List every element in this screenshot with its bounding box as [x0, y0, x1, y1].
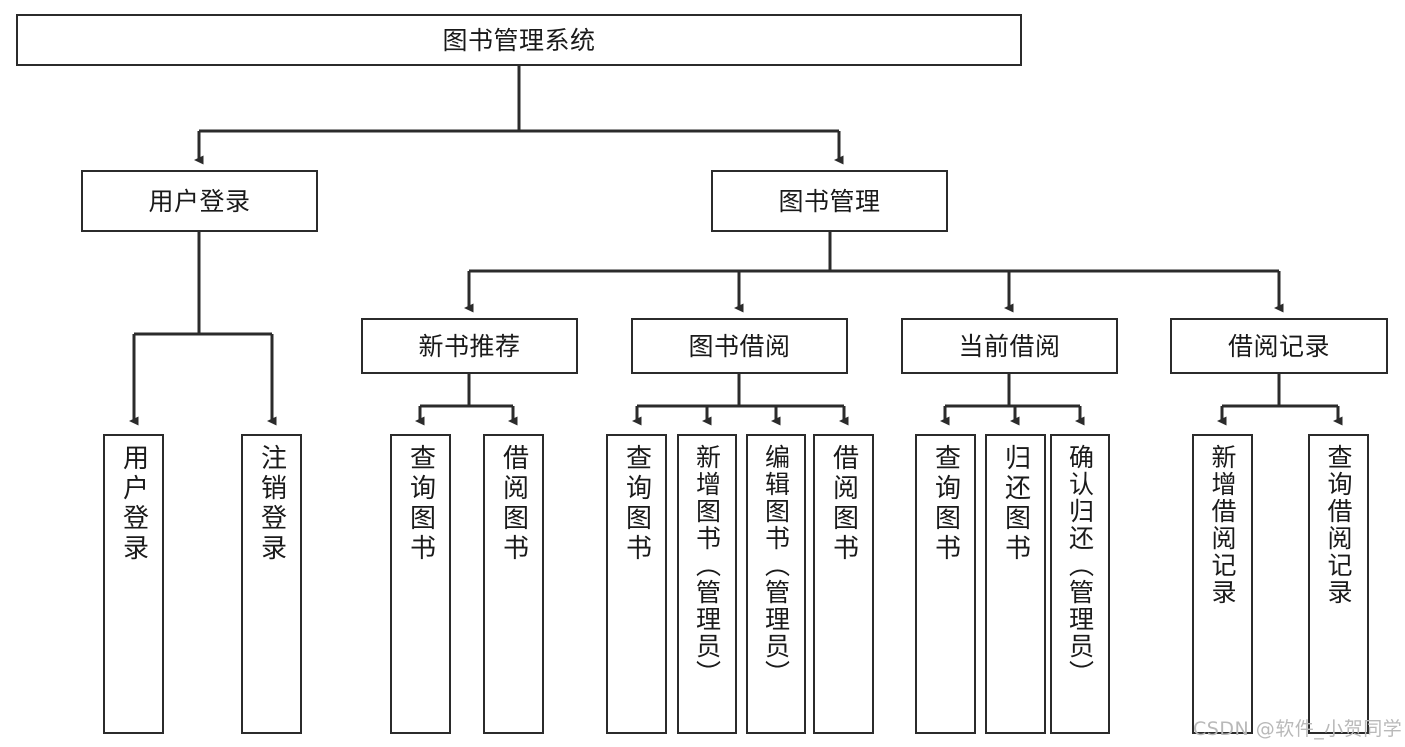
node-label: 新增图书（管理员）: [692, 444, 722, 687]
node-label: 图书管理: [778, 186, 881, 216]
node-label: 归还图书: [1000, 444, 1031, 564]
node-leaf-return-book[interactable]: 归还图书: [985, 434, 1046, 734]
node-root-system[interactable]: 图书管理系统: [16, 14, 1022, 66]
node-label: 查询图书: [930, 444, 961, 564]
node-leaf-user-login[interactable]: 用户登录: [103, 434, 164, 734]
node-leaf-add-record[interactable]: 新增借阅记录: [1192, 434, 1253, 734]
node-book-borrow[interactable]: 图书借阅: [631, 318, 848, 374]
node-label: 新书推荐: [418, 331, 521, 361]
node-label: 确认归还（管理员）: [1065, 444, 1095, 687]
node-borrow-record[interactable]: 借阅记录: [1170, 318, 1388, 374]
node-book-management[interactable]: 图书管理: [711, 170, 948, 232]
node-label: 用户登录: [148, 186, 251, 216]
csdn-watermark: CSDN @软件_小贺同学: [1193, 718, 1403, 740]
node-label: 查询图书: [621, 444, 652, 564]
node-label: 编辑图书（管理员）: [761, 444, 791, 687]
node-leaf-query-book-3[interactable]: 查询图书: [915, 434, 976, 734]
node-label: 注销登录: [256, 444, 287, 564]
node-label: 查询借阅记录: [1324, 444, 1353, 606]
node-leaf-add-book[interactable]: 新增图书（管理员）: [677, 434, 737, 734]
node-leaf-confirm-return[interactable]: 确认归还（管理员）: [1050, 434, 1110, 734]
node-user-login[interactable]: 用户登录: [81, 170, 318, 232]
node-label: 借阅图书: [498, 444, 529, 564]
node-leaf-query-record[interactable]: 查询借阅记录: [1308, 434, 1369, 734]
node-label: 当前借阅: [958, 331, 1061, 361]
node-label: 查询图书: [405, 444, 436, 564]
node-leaf-logout-login[interactable]: 注销登录: [241, 434, 302, 734]
node-leaf-borrow-book-2[interactable]: 借阅图书: [813, 434, 874, 734]
node-leaf-edit-book[interactable]: 编辑图书（管理员）: [746, 434, 806, 734]
node-label: 用户登录: [118, 444, 149, 564]
node-label: 借阅记录: [1227, 331, 1330, 361]
node-label: 借阅图书: [828, 444, 859, 564]
node-label: 图书借阅: [688, 331, 791, 361]
node-leaf-query-book-2[interactable]: 查询图书: [606, 434, 667, 734]
node-label: 新增借阅记录: [1208, 444, 1237, 606]
node-current-borrow[interactable]: 当前借阅: [901, 318, 1118, 374]
node-leaf-query-book-1[interactable]: 查询图书: [390, 434, 451, 734]
node-new-book-recommend[interactable]: 新书推荐: [361, 318, 578, 374]
node-label: 图书管理系统: [442, 25, 596, 55]
node-leaf-borrow-book-1[interactable]: 借阅图书: [483, 434, 544, 734]
